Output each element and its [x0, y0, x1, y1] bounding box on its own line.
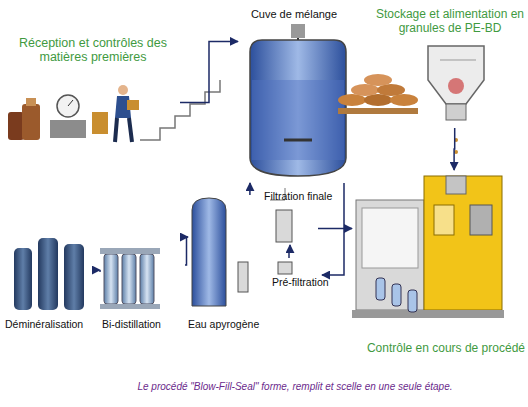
station-label: Déminéralisation [5, 318, 100, 330]
equipment-station: Filtration finale [262, 190, 318, 245]
pellet-storage [338, 46, 484, 154]
equipment-station: Eau apyrogène [188, 195, 260, 335]
raw-materials [8, 80, 285, 200]
station-label: Eau apyrogène [188, 318, 260, 330]
caption: Le procédé "Blow-Fill-Seal" forme, rempl… [70, 381, 520, 392]
station-label: Contrôle en cours de procédé [352, 342, 525, 356]
equipment-station: Contrôle en cours de procédé [352, 170, 525, 365]
pipe-connector [322, 183, 344, 275]
station-label: Bi-distillation [102, 318, 185, 330]
equipment-station: Bi-distillation [100, 235, 185, 335]
pipe-connector [180, 41, 238, 102]
water-treatment [14, 198, 292, 310]
equipment-station: Cuve de mélange [238, 6, 350, 183]
equipment-station: Stockage et alimentation en granules de … [335, 6, 525, 128]
equipment-station: Pré-filtration [262, 258, 322, 292]
pipe-connector [99, 270, 101, 272]
pipe-connector [453, 128, 455, 170]
station-label: Stockage et alimentation en granules de … [375, 8, 525, 36]
station-label: Pré-filtration [272, 276, 332, 288]
equipment-station: Réception et contrôles des matières prem… [5, 34, 180, 148]
pipe-connector [249, 183, 251, 195]
mixing-tank [250, 24, 346, 176]
pipe-connector [318, 228, 352, 230]
pipe-connector [185, 237, 188, 265]
station-label: Cuve de mélange [238, 8, 350, 21]
station-label: Filtration finale [264, 190, 320, 202]
bfs-machine [352, 176, 504, 318]
equipment-station: Déminéralisation [5, 230, 100, 335]
station-label: Réception et contrôles des matières prem… [13, 36, 173, 65]
pipe-connector [289, 245, 290, 258]
